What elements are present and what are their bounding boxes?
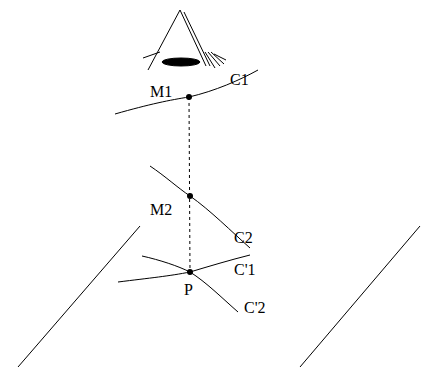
plane-edge [300,226,420,367]
point-label: M1 [150,84,172,100]
curve-c-prime-1 [118,255,250,282]
points [186,94,193,275]
curve-c1 [115,70,258,114]
projection-line [189,97,190,272]
curve-label: C1 [230,72,249,88]
point-label: M2 [150,202,172,218]
eye-symbol [143,10,226,70]
curve-label: C'2 [244,300,266,316]
curve-c-prime-2 [142,256,238,312]
point-label: P [184,282,193,298]
plane-edge [18,226,140,367]
curve-label: C'1 [234,262,256,278]
curve-label: C2 [234,230,253,246]
